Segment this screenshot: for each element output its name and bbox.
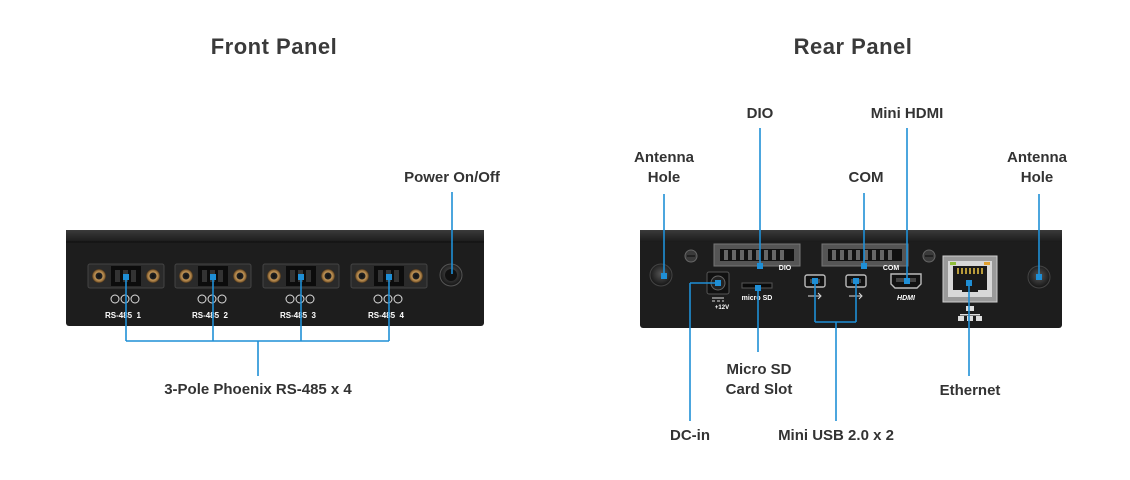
ethernet-port [942, 255, 998, 303]
screw-left [684, 249, 698, 263]
front-leader-dots [123, 274, 392, 280]
rear-leader-lines [663, 128, 1040, 421]
callout-mini-usb: Mini USB 2.0 x 2 [778, 427, 894, 444]
power-button [439, 263, 463, 287]
network-symbol [958, 306, 982, 321]
callout-power: Power On/Off [404, 169, 500, 186]
callout-com: COM [848, 169, 884, 186]
rs485-label-2: RS-485 2 [192, 311, 229, 320]
callout-antenna-right: Antenna Hole [987, 148, 1087, 188]
hdmi-silkscreen: HDMI [897, 295, 916, 302]
callout-antenna-left-line2: Hole [647, 169, 681, 186]
rs485-label-4: RS-485 4 [368, 311, 405, 320]
callout-micro-sd-line2: Card Slot [725, 381, 793, 398]
rear-leader-dots [661, 263, 1042, 291]
dio-silkscreen: DIO [779, 265, 792, 272]
front-leader-lines [125, 192, 453, 376]
callout-ethernet: Ethernet [939, 382, 1001, 399]
dc-silkscreen: +12V [715, 305, 729, 311]
callout-micro-sd: Micro SD Card Slot [709, 360, 809, 400]
com-header [821, 243, 909, 267]
callout-antenna-left: Antenna Hole [614, 148, 714, 188]
rs485-label-1: RS-485 1 [105, 311, 142, 320]
callout-phoenix: 3-Pole Phoenix RS-485 x 4 [164, 381, 352, 398]
callout-micro-sd-line1: Micro SD [726, 361, 792, 378]
callout-dc-in: DC-in [670, 427, 710, 444]
screw-right [922, 249, 936, 263]
front-panel-title: Front Panel [210, 34, 338, 59]
rear-panel-title: Rear Panel [793, 34, 913, 59]
callout-antenna-right-line2: Hole [1020, 169, 1054, 186]
rs485-connector-1 [87, 263, 165, 289]
dc-symbol [712, 297, 724, 302]
com-silkscreen: COM [883, 265, 900, 272]
micro-sd-silkscreen: micro SD [742, 295, 773, 302]
rs485-label-3: RS-485 3 [280, 311, 317, 320]
callout-antenna-right-line1: Antenna [1007, 149, 1067, 166]
usb-symbols [808, 292, 863, 300]
callout-antenna-left-line1: Antenna [634, 149, 694, 166]
callout-mini-hdmi: Mini HDMI [870, 105, 944, 122]
dio-header [713, 243, 801, 267]
polarity-symbols [110, 294, 403, 304]
callout-dio: DIO [746, 105, 774, 122]
